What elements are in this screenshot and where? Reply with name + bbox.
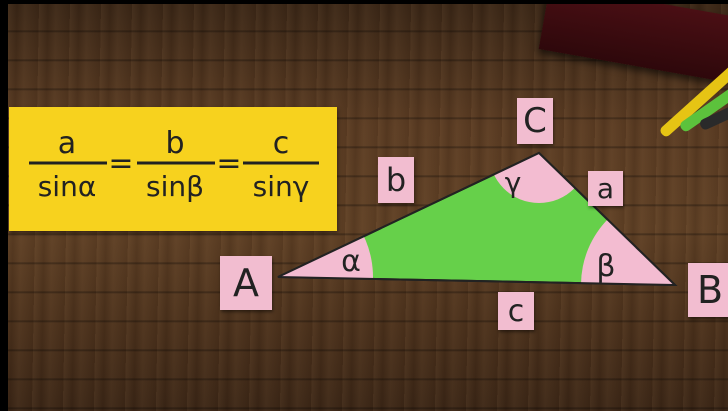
law-of-sines-card: a sinα = b sinβ = c sinγ: [9, 107, 337, 231]
side-label-c: c: [498, 292, 534, 330]
numerator-b: b: [165, 126, 184, 161]
numerator-a: a: [58, 126, 76, 161]
photo-scene: a sinα = b sinβ = c sinγ: [8, 4, 728, 411]
triangle-diagram: α β γ: [277, 151, 678, 287]
law-of-sines-formula: a sinα = b sinβ = c sinγ: [29, 126, 319, 203]
vertex-label-C: C: [517, 98, 553, 144]
numerator-c: c: [273, 126, 290, 161]
denominator-sin-alpha: sinα: [38, 170, 97, 203]
equals-1: =: [108, 146, 133, 181]
vertex-label-A: A: [220, 256, 272, 310]
equals-2: =: [216, 146, 241, 181]
denominator-sin-beta: sinβ: [146, 170, 204, 203]
angle-beta-label: β: [596, 249, 615, 284]
vertex-label-B: B: [688, 263, 728, 317]
angle-gamma-label: γ: [505, 166, 522, 199]
angle-alpha-label: α: [341, 244, 361, 279]
side-label-b: b: [378, 157, 414, 203]
side-label-a: a: [588, 171, 623, 206]
denominator-sin-gamma: sinγ: [253, 170, 310, 203]
